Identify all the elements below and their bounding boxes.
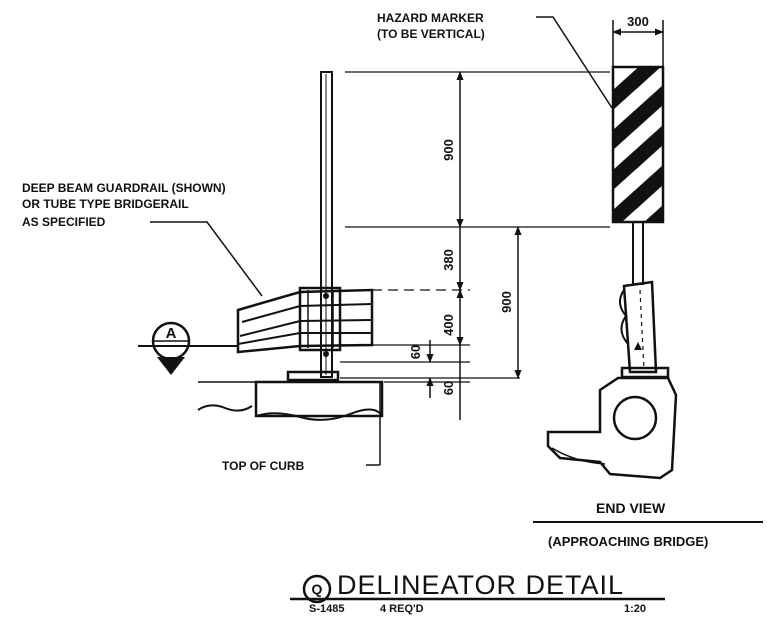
title-block: Q DELINEATOR DETAIL S-1485 4 REQ'D 1:20: [290, 570, 665, 615]
dimension-400: 400: [441, 314, 456, 336]
hazard-marker-leader: [536, 16, 613, 109]
dimension-900-right: 900: [499, 291, 514, 313]
dimension-60-a: 60: [408, 345, 423, 359]
hazard-marker-label: HAZARD MARKER: [377, 11, 484, 25]
hazard-marker-sublabel: (TO BE VERTICAL): [377, 27, 485, 41]
curb-section: [197, 380, 384, 421]
hazard-marker-panel: [611, 65, 665, 224]
guardrail-label-line3: AS SPECIFIED: [22, 215, 106, 229]
side-view-post: [320, 71, 333, 378]
detail-title: DELINEATOR DETAIL: [337, 570, 624, 600]
end-view-label: END VIEW: [596, 500, 666, 516]
dimension-lines: [366, 71, 522, 466]
post-base-plate: [286, 370, 340, 382]
guardrail-label-line2: OR TUBE TYPE BRIDGERAIL: [22, 197, 189, 211]
end-view-curb: [546, 376, 678, 480]
side-view-extension-lines: [340, 71, 610, 383]
guardrail-leader: [150, 221, 263, 297]
detail-letter: Q: [312, 581, 323, 597]
guardrail-beam: [236, 286, 374, 357]
section-marker-letter: A: [166, 325, 177, 342]
section-marker: A: [138, 321, 238, 375]
dimension-900-upper: 900: [441, 139, 456, 161]
approaching-bridge-label: (APPROACHING BRIDGE): [548, 534, 708, 549]
dimension-380: 380: [441, 249, 456, 271]
top-of-curb-label: TOP OF CURB: [222, 459, 305, 473]
drawing-scale: 1:20: [624, 603, 646, 615]
quantity-required: 4 REQ'D: [380, 603, 424, 615]
guardrail-label-line1: DEEP BEAM GUARDRAIL (SHOWN): [22, 181, 226, 195]
dimension-60-b: 60: [441, 381, 456, 395]
width-dimension: [612, 20, 664, 67]
dimension-300: 300: [627, 14, 649, 29]
end-view-post: [619, 221, 670, 379]
sheet-reference: S-1485: [309, 603, 344, 615]
